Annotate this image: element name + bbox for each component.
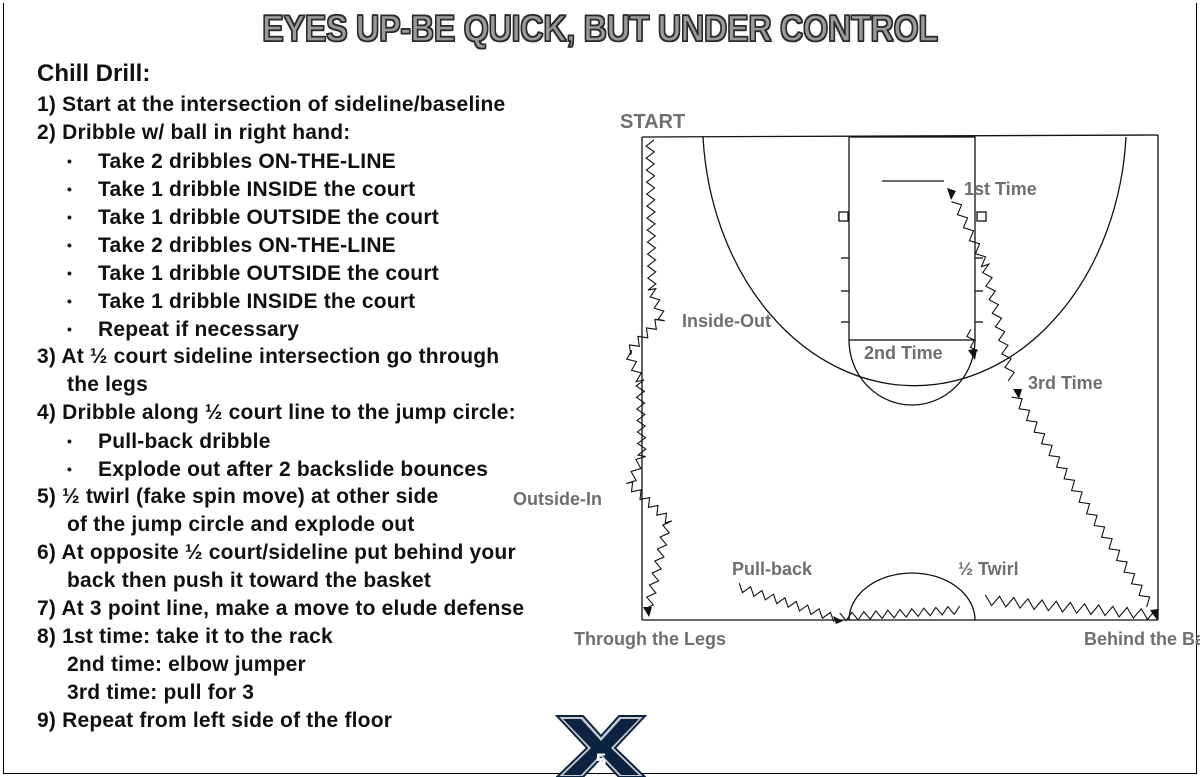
drill-substep: • Take 1 dribble OUTSIDE the court: [37, 259, 524, 287]
page-title: EYES UP-BE QUICK, BUT UNDER CONTROL: [262, 7, 939, 50]
baseline: [641, 134, 1159, 138]
drill-title: Chill Drill:: [37, 60, 151, 87]
dribble-path-to-first-time: [951, 201, 1016, 382]
court-lines: [641, 134, 1159, 621]
drill-step: 6) At opposite ½ court/sideline put behi…: [37, 541, 516, 564]
drill-step-continuation: 3rd time: pull for 3: [67, 681, 255, 704]
dribble-path-to-second-time: [966, 328, 979, 352]
drill-step: 8) 1st time: take it to the rack: [37, 625, 333, 648]
drill-step: 3) At ½ court sideline intersection go t…: [37, 345, 500, 368]
drill-substep-text: Take 2 dribbles ON-THE-LINE: [98, 150, 396, 173]
key: [848, 136, 976, 341]
drill-substep-text: Explode out after 2 backslide bounces: [98, 458, 489, 481]
court-label-pull-back: Pull-back: [732, 559, 813, 579]
bullet-icon: •: [67, 461, 73, 477]
arrow-pull-back: [833, 616, 843, 624]
page-frame: [3, 3, 1197, 774]
drill-step: 2) Dribble w/ ball in right hand:: [37, 121, 351, 144]
drill-substep: • Take 2 dribbles ON-THE-LINE: [37, 147, 524, 175]
drill-substep: • Repeat if necessary: [37, 315, 524, 343]
drill-substep: • Take 1 dribble OUTSIDE the court: [37, 203, 524, 231]
drill-step-continuation: of the jump circle and explode out: [67, 513, 415, 536]
drill-substep: • Explode out after 2 backslide bounces: [37, 455, 524, 483]
bullet-icon: •: [67, 265, 73, 281]
dribble-path-to-third-time: [1011, 396, 1151, 608]
dribble-path-sideline: [625, 139, 673, 610]
court-label-through-legs: Through the Legs: [574, 629, 726, 649]
drill-step: 7) At 3 point line, make a move to elude…: [37, 597, 525, 620]
bullet-icon: •: [67, 209, 73, 225]
bullet-icon: •: [67, 237, 73, 253]
dribble-paths: [625, 139, 1156, 622]
drill-steps-list: 1) Start at the intersection of sideline…: [37, 91, 524, 735]
drill-substep: • Take 1 dribble INSIDE the court: [37, 175, 524, 203]
court-label-start: START: [620, 111, 686, 133]
arrow-first-time: [947, 188, 956, 200]
bullet-icon: •: [67, 153, 73, 169]
drill-step-continuation: 2nd time: elbow jumper: [67, 653, 306, 676]
arrow-third-time: [1013, 389, 1022, 399]
bullet-icon: •: [67, 321, 73, 337]
court-label-half-twirl: ½ Twirl: [958, 559, 1019, 579]
court-label-outside-in: Outside-In: [513, 489, 602, 509]
center-circle: [848, 572, 976, 621]
court-label-first-time: 1st Time: [964, 179, 1037, 199]
court-label-inside-out: Inside-Out: [682, 311, 771, 331]
drill-step: 5) ½ twirl (fake spin move) at other sid…: [37, 485, 439, 508]
dribble-path-pull-back: [738, 583, 835, 622]
drill-substep: • Take 1 dribble INSIDE the court: [37, 287, 524, 315]
bullet-icon: •: [67, 293, 73, 309]
drill-step: 1) Start at the intersection of sideline…: [37, 93, 506, 116]
drill-substep-text: Take 1 dribble OUTSIDE the court: [98, 206, 439, 229]
team-logo: 5: [554, 715, 648, 777]
drill-substep: • Take 2 dribbles ON-THE-LINE: [37, 231, 524, 259]
drill-substep-text: Take 1 dribble INSIDE the court: [98, 178, 416, 201]
court-label-behind-back: Behind the Back: [1084, 629, 1200, 649]
three-point-arc: [702, 136, 1127, 387]
court-label-third-time: 3rd Time: [1028, 373, 1103, 393]
block-right: [976, 211, 987, 222]
drill-step-continuation: back then push it toward the basket: [67, 569, 432, 592]
drill-step: 4) Dribble along ½ court line to the jum…: [37, 401, 516, 424]
arrow-through-legs: [643, 607, 652, 617]
drill-substep-text: Take 2 dribbles ON-THE-LINE: [98, 234, 396, 257]
path-arrows: [643, 188, 1159, 624]
drill-substep-text: Repeat if necessary: [98, 318, 300, 341]
court-label-second-time: 2nd Time: [864, 343, 943, 363]
free-throw-circle: [848, 339, 976, 406]
bullet-icon: •: [67, 433, 73, 449]
block-left: [838, 211, 849, 222]
drill-substep-text: Pull-back dribble: [98, 430, 271, 453]
arrow-second-time: [968, 349, 977, 360]
arrow-behind-back: [1150, 609, 1159, 620]
dribble-path-center-circle: [839, 605, 961, 622]
logo-number: 5: [596, 751, 607, 772]
drill-step: 9) Repeat from left side of the floor: [37, 709, 393, 732]
drill-substep-text: Take 1 dribble OUTSIDE the court: [98, 262, 439, 285]
bullet-icon: •: [67, 181, 73, 197]
drill-substep-text: Take 1 dribble INSIDE the court: [98, 290, 416, 313]
drill-step-continuation: the legs: [67, 373, 148, 396]
dribble-path-twirl-to-sideline: [984, 594, 1156, 621]
drill-substep: • Pull-back dribble: [37, 427, 524, 455]
